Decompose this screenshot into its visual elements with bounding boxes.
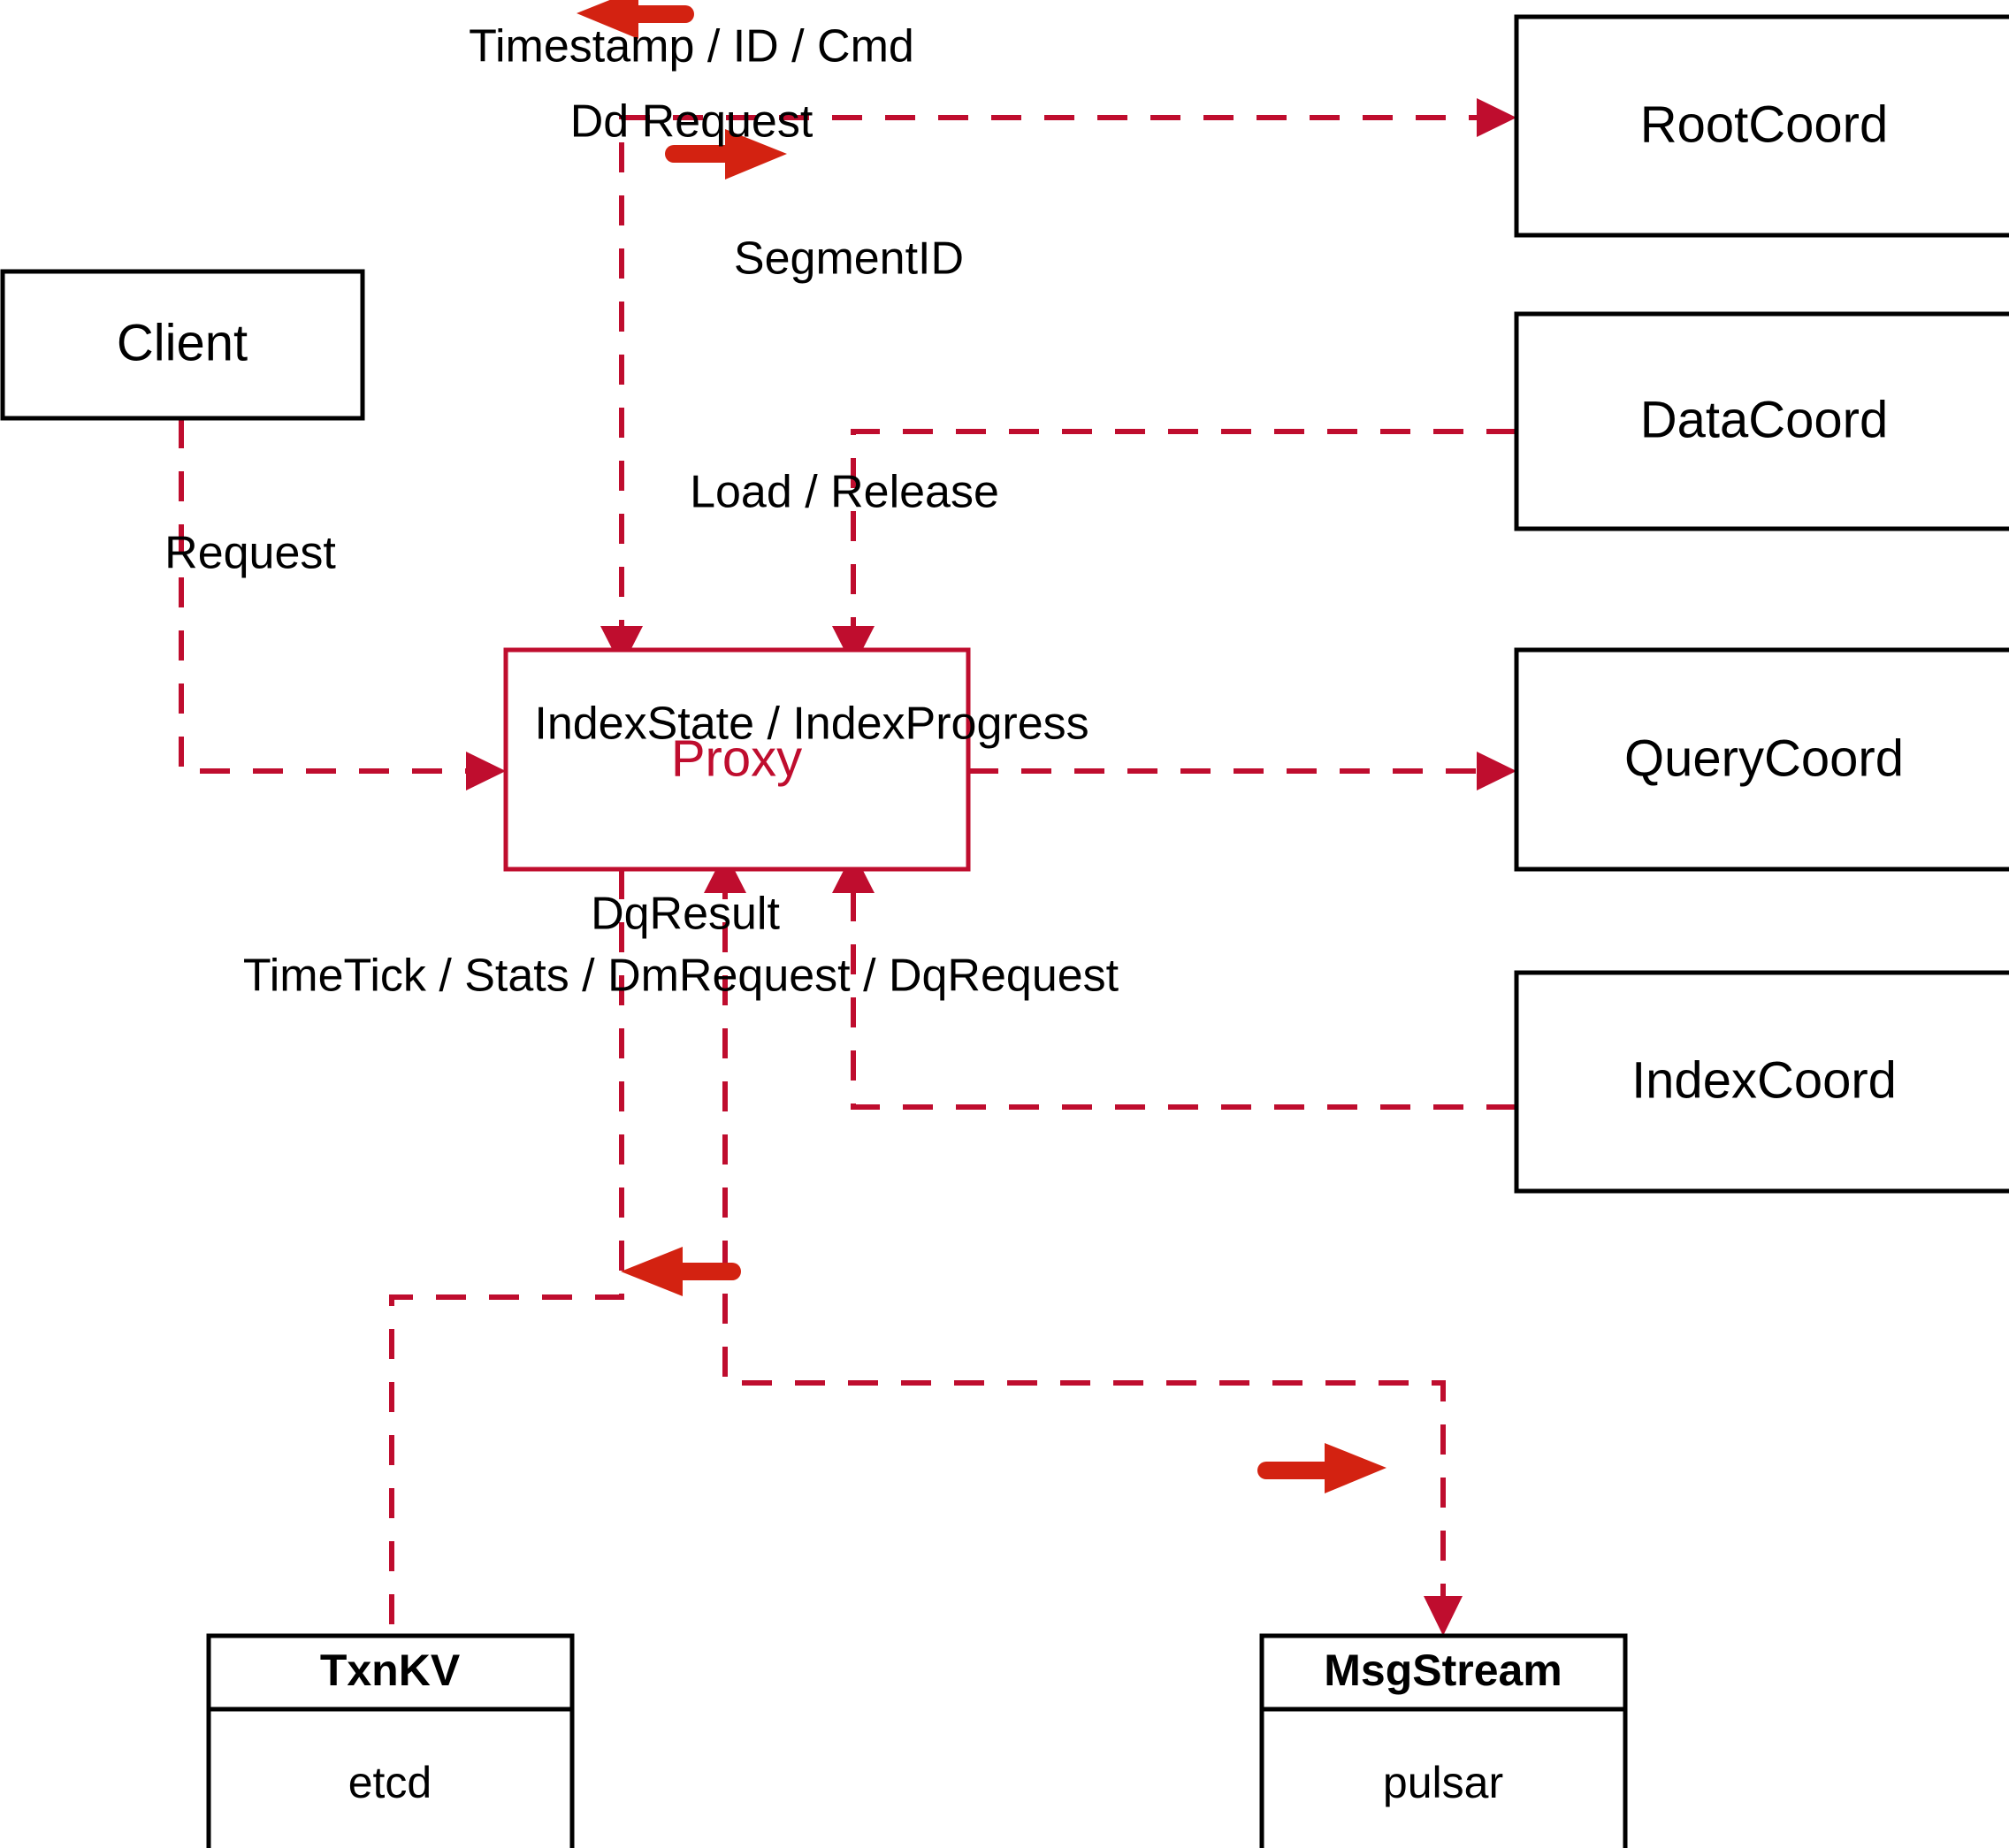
edge-label-timetick-stats: TimeTick / Stats / DmRequest / DqRequest — [243, 951, 1119, 1002]
node-rootcoord[interactable]: RootCoord — [1514, 14, 2009, 238]
direction-arrow-timetick-stats — [1257, 1443, 1386, 1493]
arrowhead-into-proxy-bottom-middle — [704, 851, 746, 893]
msgstream-box-rect — [1259, 1633, 1628, 1848]
arrowhead-into-proxy-top-left — [600, 626, 643, 668]
flow-line-rootcoord — [619, 115, 1501, 650]
edge-label-load-release: Load / Release — [690, 467, 999, 518]
edge-timetick-stats-path — [704, 851, 1463, 1636]
arrow-head-dq-result — [621, 1247, 683, 1296]
querycoord-box-rect — [1514, 647, 2009, 872]
edge-txnkv-path — [389, 869, 624, 1636]
node-client[interactable]: Client — [0, 269, 365, 421]
node-txnkv[interactable]: TxnKV etcd — [206, 1633, 575, 1848]
txnkv-impl-label: etcd — [348, 1758, 432, 1807]
arrow-head-timestamp — [577, 0, 638, 39]
rootcoord-box-rect — [1514, 14, 2009, 238]
arrowhead-into-proxy-left — [466, 752, 506, 790]
querycoord-label: QueryCoord — [1624, 729, 1904, 787]
edge-label-dd-request: Dd Request — [570, 96, 814, 148]
node-indexcoord[interactable]: IndexCoord — [1514, 970, 2009, 1194]
edge-label-dq-result: DqResult — [591, 889, 780, 940]
indexcoord-box-rect — [1514, 970, 2009, 1194]
datacoord-label: DataCoord — [1640, 391, 1888, 448]
txnkv-title-label: TxnKV — [320, 1646, 461, 1695]
direction-arrow-dd-request — [665, 129, 787, 179]
proxy-box-rect — [503, 647, 971, 872]
client-label: Client — [117, 314, 248, 371]
edge-index-state-path — [832, 851, 1516, 1110]
edge-timestamp-id-cmd-path — [600, 98, 1516, 668]
arrowhead-into-proxy-bottom-right — [832, 851, 875, 893]
edge-label-timestamp-id-cmd: Timestamp / ID / Cmd — [469, 21, 914, 73]
node-querycoord[interactable]: QueryCoord — [1514, 647, 2009, 872]
flow-line-msgstream — [722, 869, 1446, 1620]
edge-request-path — [179, 418, 506, 790]
proxy-label: Proxy — [671, 729, 802, 787]
node-msgstream[interactable]: MsgStream pulsar — [1259, 1633, 1628, 1848]
msgstream-title-label: MsgStream — [1324, 1646, 1562, 1695]
flow-line-client-request — [179, 418, 490, 774]
arrowhead-into-msgstream — [1424, 1596, 1463, 1636]
arrow-head-dd-request — [725, 129, 787, 179]
rootcoord-label: RootCoord — [1640, 95, 1888, 153]
arrowhead-into-querycoord — [1477, 752, 1516, 790]
client-box-rect — [0, 269, 365, 421]
direction-arrow-dq-result — [621, 1247, 741, 1296]
edge-label-index-state: IndexState / IndexProgress — [534, 699, 1089, 750]
flow-line-txnkv — [389, 869, 624, 1636]
edge-segmentid-path — [832, 429, 1516, 668]
msgstream-impl-label: pulsar — [1383, 1758, 1503, 1807]
flow-line-indexcoord — [851, 869, 1516, 1110]
arrowhead-into-proxy-top-right — [832, 626, 875, 668]
edge-label-segmentid: SegmentID — [734, 233, 964, 285]
arrowhead-into-rootcoord — [1477, 98, 1516, 137]
indexcoord-label: IndexCoord — [1631, 1051, 1897, 1109]
arrow-head-timetick — [1325, 1443, 1386, 1493]
node-datacoord[interactable]: DataCoord — [1514, 311, 2009, 531]
flow-line-datacoord — [851, 429, 1516, 650]
edge-label-request: Request — [164, 528, 336, 579]
edge-load-release-path — [968, 752, 1516, 790]
datacoord-box-rect — [1514, 311, 2009, 531]
node-proxy[interactable]: Proxy — [503, 647, 971, 872]
txnkv-box-rect — [206, 1633, 575, 1848]
direction-arrow-timestamp-id-cmd — [577, 0, 694, 39]
